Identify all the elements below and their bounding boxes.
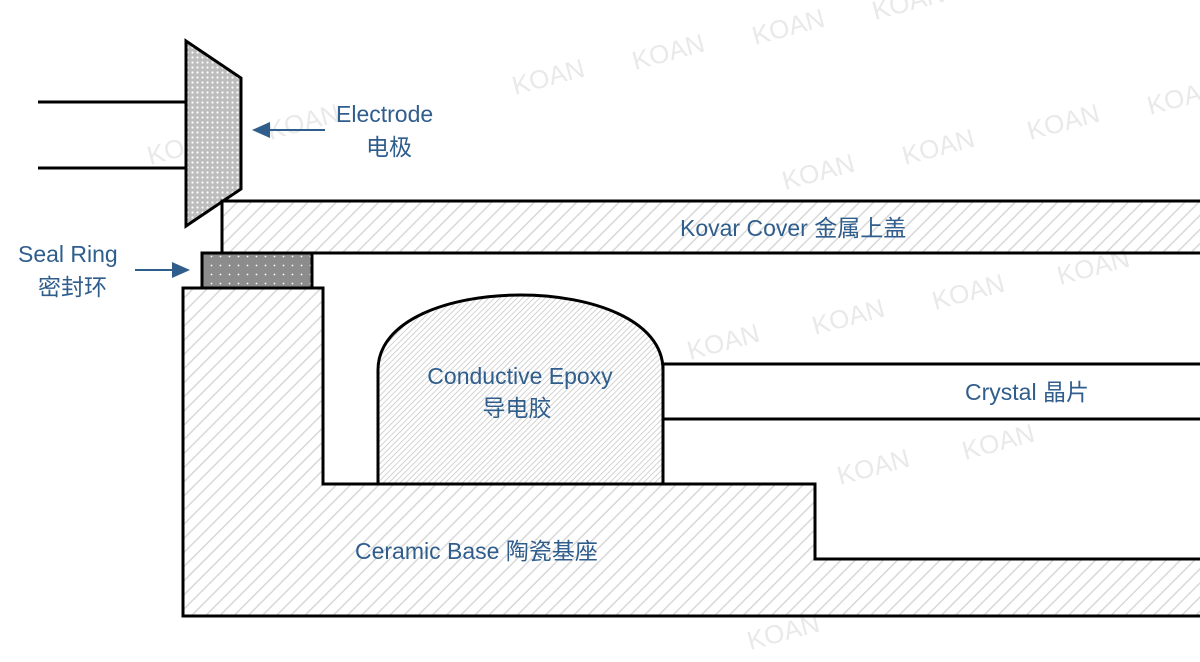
kovar-cover-label: Kovar Cover 金属上盖 [680,215,906,241]
svg-text:KOAN: KOAN [1144,73,1200,121]
crystal-label: Crystal 晶片 [965,379,1089,405]
ceramic-base-label: Ceramic Base 陶瓷基座 [355,538,598,564]
svg-text:KOAN: KOAN [749,3,828,51]
epoxy-label-en: Conductive Epoxy [427,363,613,389]
svg-text:KOAN: KOAN [1024,98,1103,146]
svg-text:KOAN: KOAN [899,123,978,171]
electrode-leads [38,100,186,170]
seal-ring-label-zh: 密封环 [38,274,107,300]
svg-text:KOAN: KOAN [264,98,343,146]
svg-text:KOAN: KOAN [929,268,1008,316]
svg-text:KOAN: KOAN [869,0,948,26]
svg-text:KOAN: KOAN [684,318,763,366]
epoxy-label-zh: 导电胶 [483,395,552,421]
electrode [184,38,243,229]
electrode-label-en: Electrode [336,101,433,127]
ceramic-base [181,286,1200,618]
svg-text:KOAN: KOAN [834,443,913,491]
crystal [661,362,1200,421]
kovar-cover [220,199,1200,255]
svg-text:KOAN: KOAN [779,148,858,196]
svg-text:KOAN: KOAN [959,418,1038,466]
electrode-label-zh: 电极 [366,134,412,160]
conductive-epoxy [376,293,665,486]
svg-text:KOAN: KOAN [809,293,888,341]
svg-text:KOAN: KOAN [629,28,708,76]
seal-ring-label-en: Seal Ring [18,241,118,267]
seal-ring [200,251,314,290]
svg-text:KOAN: KOAN [509,53,588,101]
